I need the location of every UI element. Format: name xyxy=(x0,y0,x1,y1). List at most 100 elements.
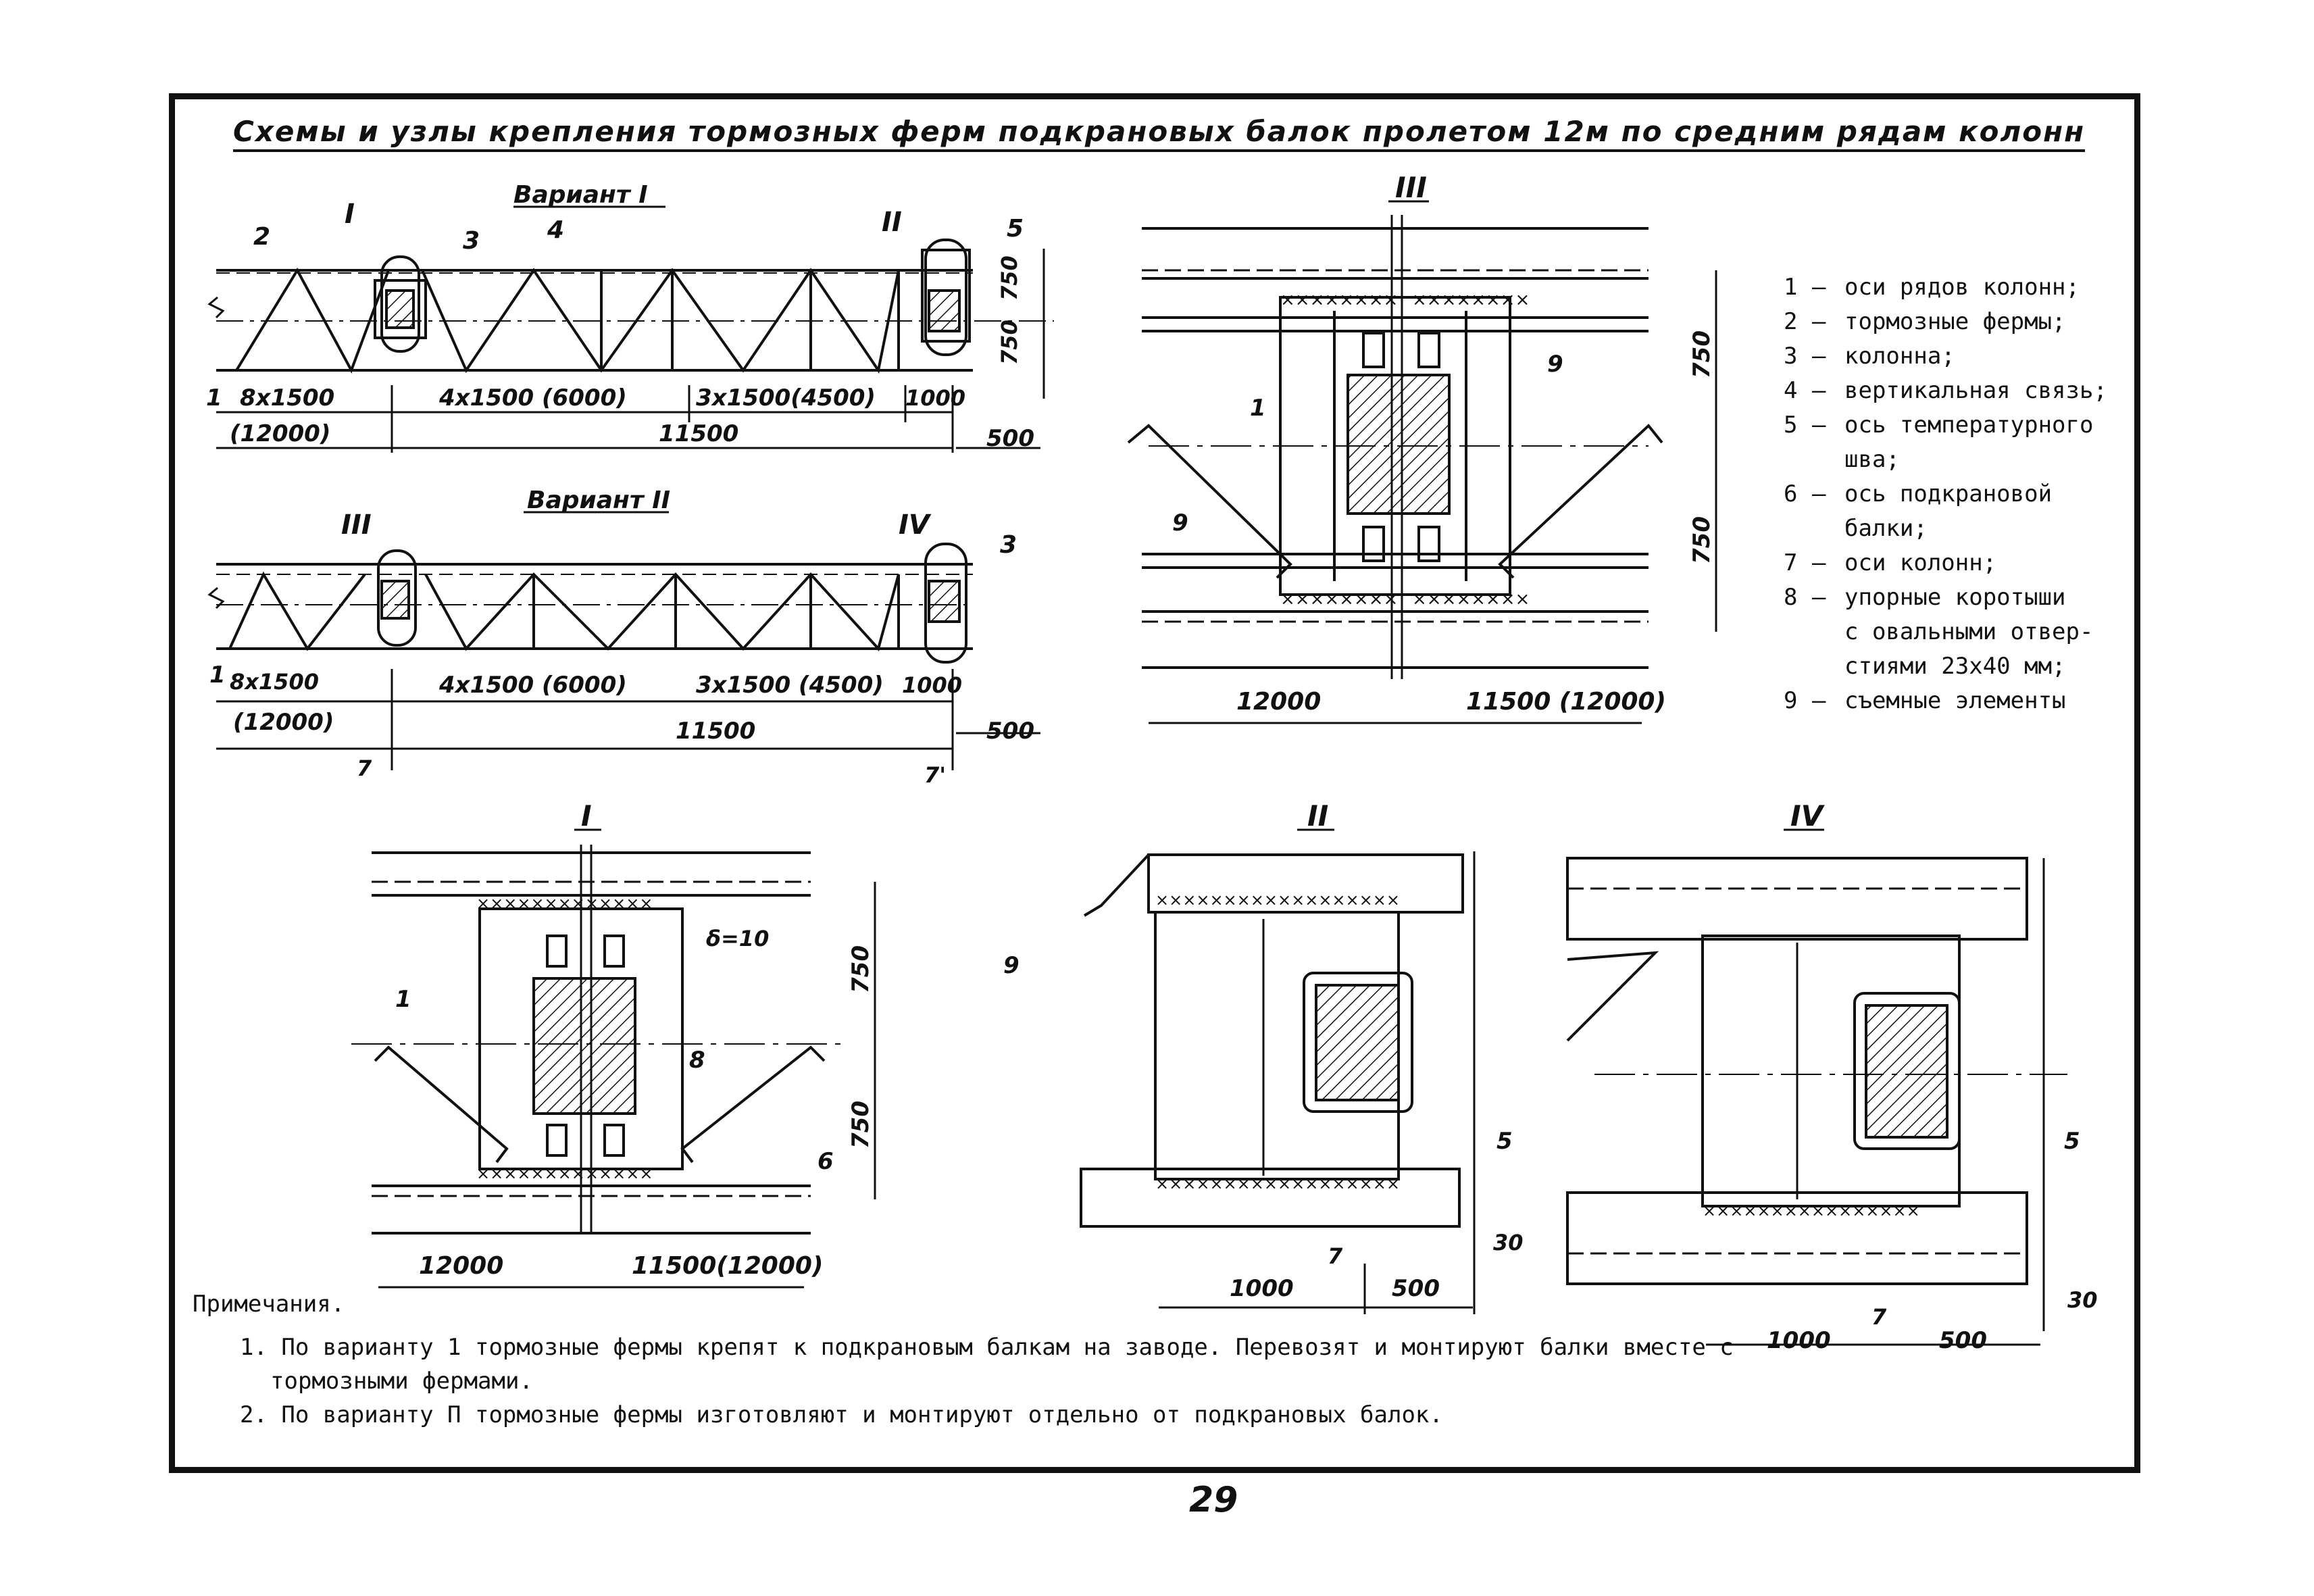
legend-item: 4–вертикальная связь; xyxy=(1784,374,2162,408)
node-III-dim-12000: 12000 xyxy=(1236,688,1321,716)
node-IV-mark-5: 5 xyxy=(2064,1128,2080,1155)
v1-mark-4: 4 xyxy=(547,216,564,244)
legend-item-number: 6 xyxy=(1784,480,1798,507)
node-IV-dim-30: 30 xyxy=(2067,1287,2098,1313)
v2-mark-IV: IV xyxy=(899,509,932,541)
legend-item-dash: – xyxy=(1812,687,1826,714)
legend-item-text: стиями 23х40 мм; xyxy=(1844,653,2066,680)
v1-mark-2: 2 xyxy=(253,223,270,251)
node-I-heading: I xyxy=(581,799,592,832)
node-III-mark-9-left: 9 xyxy=(1172,509,1188,537)
variant-2-heading: Вариант II xyxy=(527,487,670,514)
legend-item-number: 9 xyxy=(1784,687,1798,714)
v1-mark-I: I xyxy=(345,199,355,230)
v2-mark-3: 3 xyxy=(1000,531,1017,559)
legend-item: шва; xyxy=(1784,443,2162,477)
svg-text:××××××××: ×××××××× xyxy=(1412,589,1530,609)
legend-item-number xyxy=(1784,649,1812,684)
legend-item-dash: – xyxy=(1812,549,1826,576)
note-item: 1. По варианту 1 тормозные фермы крепят … xyxy=(240,1334,1734,1395)
legend-item: 7–оси колонн; xyxy=(1784,546,2162,580)
node-I-detail: I ××××××××××××× ××××××××××××× 750 750 12… xyxy=(351,799,876,1289)
v1-dim-500: 500 xyxy=(986,425,1034,452)
legend-item-dash: – xyxy=(1812,584,1826,611)
note-item: 2. По варианту П тормозные фермы изготов… xyxy=(240,1401,1443,1428)
v1-dim-8x1500: 8х1500 xyxy=(240,384,334,412)
svg-text:××××××××: ×××××××× xyxy=(1412,290,1530,310)
node-II-dim-30: 30 xyxy=(1493,1230,1524,1255)
v2-mark-7-prime: 7' xyxy=(924,762,946,788)
node-III-detail: III ×××××××× ×××××××× ×××××××× ×××××××× xyxy=(1127,171,1717,724)
v2-dim-500: 500 xyxy=(986,718,1034,745)
node-III-dim-750-top: 750 xyxy=(1688,330,1715,378)
legend-item-number: 4 xyxy=(1784,377,1798,404)
page-number: 29 xyxy=(1189,1480,1238,1520)
legend-item-dash: – xyxy=(1812,308,1826,335)
node-I-mark-1: 1 xyxy=(395,986,411,1013)
node-III-mark-1: 1 xyxy=(1250,395,1266,422)
node-IV-dim-1000: 1000 xyxy=(1767,1327,1831,1354)
page-title: Схемы и узлы крепления тормозных ферм по… xyxy=(233,115,2086,152)
legend-item-text: оси колонн; xyxy=(1844,549,1997,576)
legend-item-dash xyxy=(1812,443,1844,477)
node-II-dim-500: 500 xyxy=(1392,1275,1440,1302)
legend-item: 8–упорные коротыши xyxy=(1784,580,2162,615)
notes: Примечания. 1. По варианту 1 тормозные ф… xyxy=(193,1287,1746,1432)
drawing-sheet-frame xyxy=(169,93,2140,1473)
svg-text:×××××××××××××: ××××××××××××× xyxy=(476,1164,653,1183)
legend-item-dash xyxy=(1812,649,1844,684)
node-I-dim-12000: 12000 xyxy=(419,1252,503,1280)
legend-item-text: с овальными отвер- xyxy=(1844,618,2094,645)
legend-item-dash: – xyxy=(1812,412,1826,439)
legend-item: стиями 23х40 мм; xyxy=(1784,649,2162,684)
legend-item-text: шва; xyxy=(1844,446,1900,473)
v2-dim-1000: 1000 xyxy=(902,672,962,698)
node-II-mark-5: 5 xyxy=(1496,1128,1513,1155)
node-IV-mark-7: 7 xyxy=(1871,1304,1887,1330)
v1-mark-5: 5 xyxy=(1007,215,1024,243)
legend-item-dash xyxy=(1812,615,1844,649)
v1-dim-1000: 1000 xyxy=(905,385,965,411)
v1-mark-1: 1 xyxy=(206,384,222,412)
node-I-mark-8: 8 xyxy=(689,1047,705,1074)
legend-item-text: ось подкрановой xyxy=(1844,480,2053,507)
legend-item-text: вертикальная связь; xyxy=(1844,377,2107,404)
legend-item-number: 8 xyxy=(1784,584,1798,611)
v1-dim-750-bottom: 750 xyxy=(997,320,1022,365)
legend-item: 3–колонна; xyxy=(1784,339,2162,374)
variant-1-scheme: Вариант I 8х1500 4х1500 (6000) xyxy=(206,181,1054,453)
legend-item: с овальными отвер- xyxy=(1784,615,2162,649)
svg-text:××××××××××××××××: ×××××××××××××××× xyxy=(1703,1201,1920,1220)
node-III-dim-11500: 11500 (12000) xyxy=(1466,688,1666,716)
v2-dim-11500: 11500 xyxy=(676,718,755,745)
legend-item-number xyxy=(1784,615,1812,649)
legend-item-text: упорные коротыши xyxy=(1844,584,2066,611)
node-II-heading: II xyxy=(1307,799,1328,832)
v2-dim-4x1500: 4х1500 (6000) xyxy=(438,672,627,699)
node-I-dim-750-bottom: 750 xyxy=(847,1101,874,1149)
node-I-dim-750-top: 750 xyxy=(847,945,874,993)
legend-item-text: балки; xyxy=(1844,515,1928,542)
legend-item-number: 5 xyxy=(1784,412,1798,439)
node-II-mark-9: 9 xyxy=(1003,952,1020,979)
legend-item-dash: – xyxy=(1812,377,1826,404)
v1-dim-750-top: 750 xyxy=(997,255,1022,301)
v2-dim-8x1500: 8х1500 xyxy=(230,669,319,695)
node-III-mark-9-right: 9 xyxy=(1547,351,1563,378)
node-II-detail: II ×××××××××××××××××× ××××××××××××××××××… xyxy=(1003,799,1524,1314)
v2-mark-III: III xyxy=(341,509,372,541)
legend-item-text: оси рядов колонн; xyxy=(1844,274,2080,301)
svg-text:××××××××××××××××××: ×××××××××××××××××× xyxy=(1155,1174,1400,1193)
v2-mark-1: 1 xyxy=(209,662,226,689)
legend-item: 5–ось температурного xyxy=(1784,408,2162,443)
v1-dim-4x1500: 4х1500 (6000) xyxy=(438,384,627,412)
notes-heading: Примечания. xyxy=(193,1291,345,1318)
node-II-mark-7: 7 xyxy=(1328,1243,1343,1269)
legend-item-dash xyxy=(1812,512,1844,546)
legend-item: балки; xyxy=(1784,512,2162,546)
legend-item-text: тормозные фермы; xyxy=(1844,308,2066,335)
legend-item-number: 7 xyxy=(1784,549,1798,576)
variant-2-scheme: Вариант II 8х1500 4х1500 (6000) 3х1500 (… xyxy=(207,487,1040,788)
node-III-dim-750-bottom: 750 xyxy=(1688,516,1715,564)
